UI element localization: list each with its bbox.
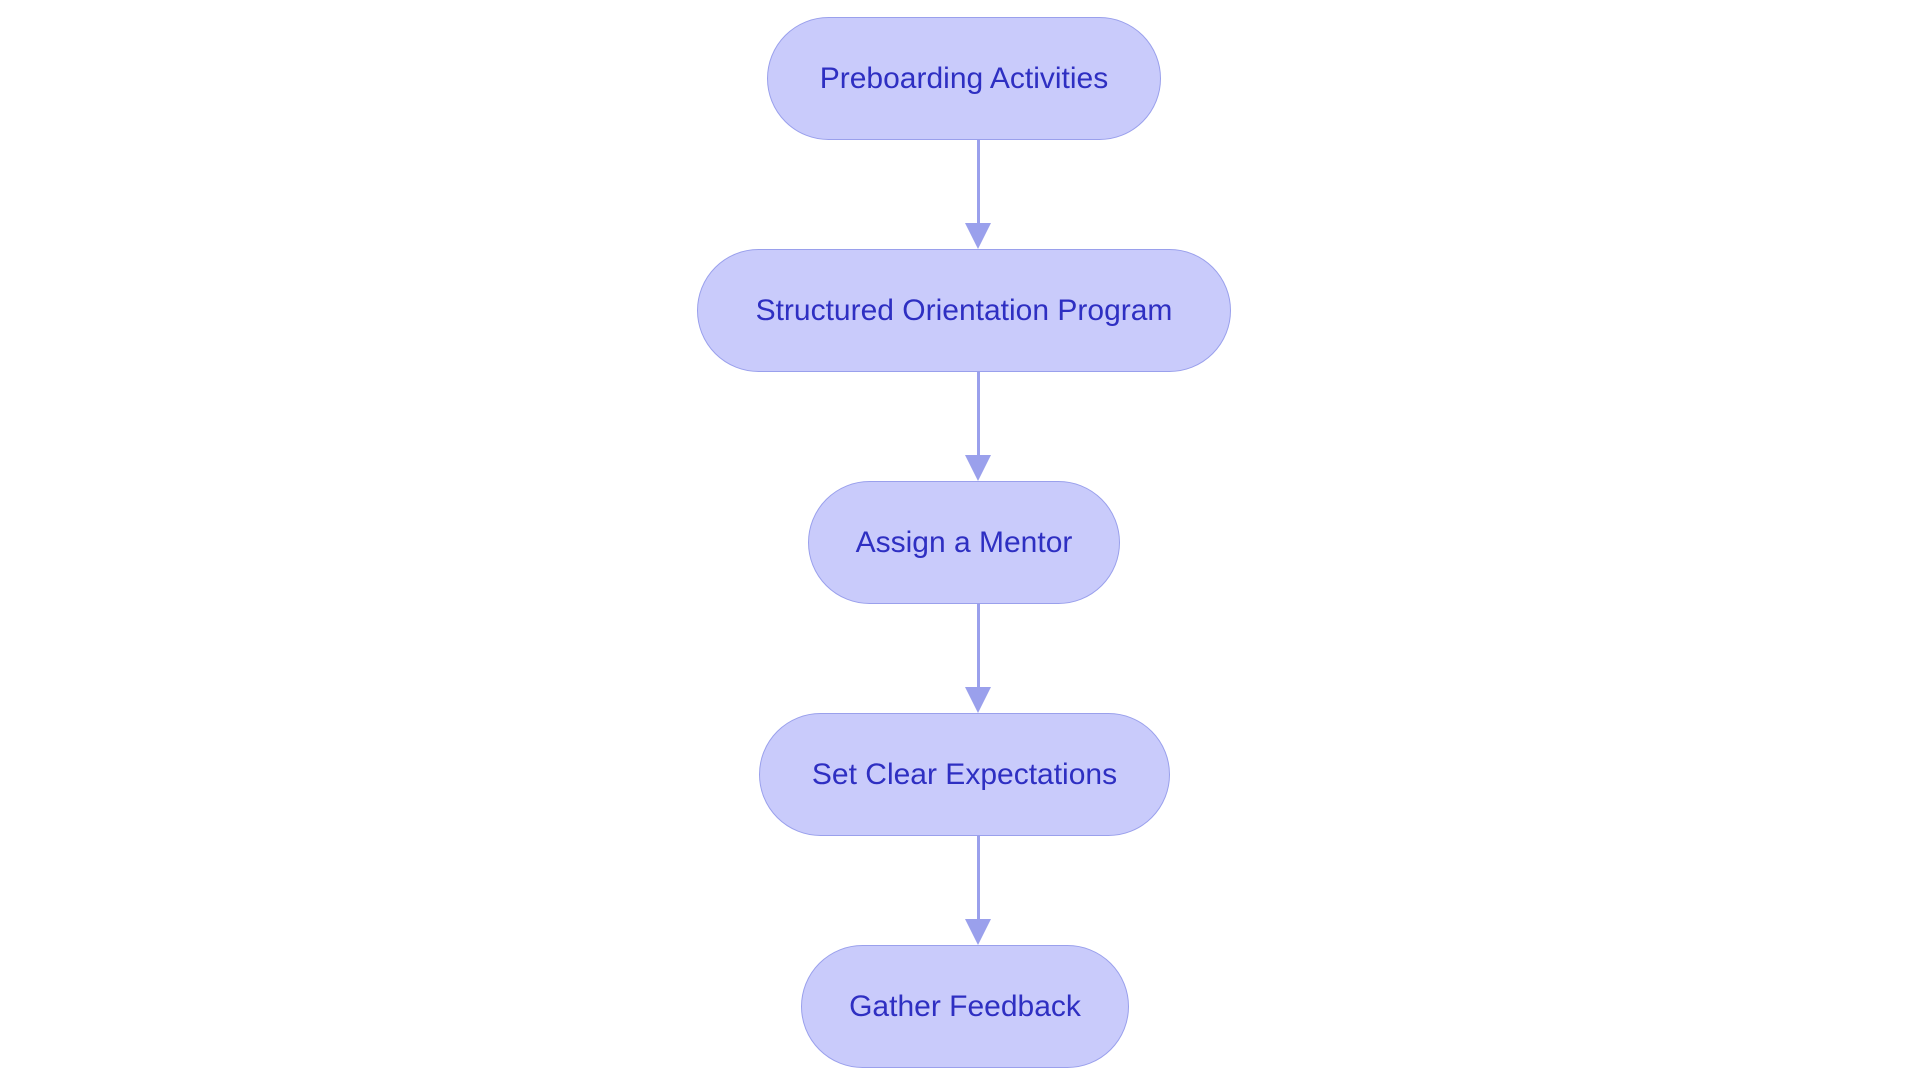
- arrow-head-icon: [965, 455, 991, 481]
- node-assign-a-mentor: Assign a Mentor: [808, 481, 1120, 604]
- node-structured-orientation-program: Structured Orientation Program: [697, 249, 1231, 372]
- arrow-line: [976, 140, 980, 225]
- arrow-line: [976, 836, 980, 921]
- node-label: Assign a Mentor: [855, 525, 1073, 559]
- node-gather-feedback: Gather Feedback: [801, 945, 1129, 1068]
- arrow-line: [976, 372, 980, 457]
- node-label: Set Clear Expectations: [811, 757, 1118, 791]
- node-label: Preboarding Activities: [819, 61, 1109, 95]
- arrow-line: [976, 604, 980, 689]
- arrow-preboarding-to-orientation: [963, 140, 993, 249]
- node-label: Gather Feedback: [849, 989, 1081, 1023]
- arrow-mentor-to-expectations: [963, 604, 993, 713]
- node-set-clear-expectations: Set Clear Expectations: [759, 713, 1170, 836]
- node-preboarding-activities: Preboarding Activities: [767, 17, 1161, 140]
- arrow-head-icon: [965, 687, 991, 713]
- node-label: Structured Orientation Program: [755, 293, 1173, 327]
- arrow-orientation-to-mentor: [963, 372, 993, 481]
- arrow-expectations-to-feedback: [963, 836, 993, 945]
- arrow-head-icon: [965, 919, 991, 945]
- arrow-head-icon: [965, 223, 991, 249]
